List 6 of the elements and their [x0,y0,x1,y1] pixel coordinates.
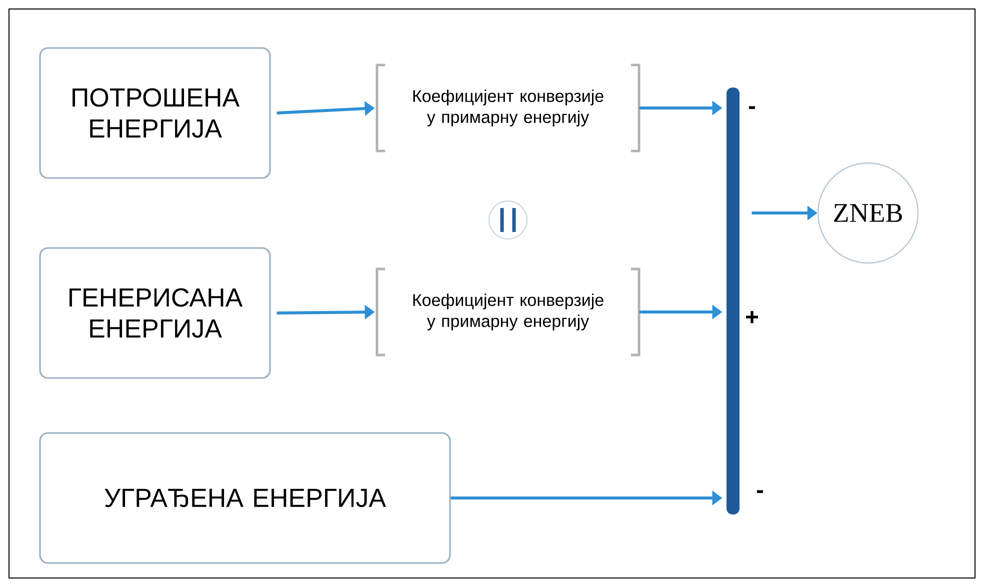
coefficient-bracket: Коефицијент конверзије у примарну енергију [376,64,640,152]
summation-bar [726,88,740,514]
coefficient-bracket: Коефицијент конверзије у примарну енергију [376,268,640,356]
energy-box: ГЕНЕРИСАНА ЕНЕРГИЈА [39,247,271,379]
energy-box: УГРАЂЕНА ЕНЕРГИЈА [39,432,451,564]
energy-box: ПОТРОШЕНА ЕНЕРГИЈА [39,47,271,179]
